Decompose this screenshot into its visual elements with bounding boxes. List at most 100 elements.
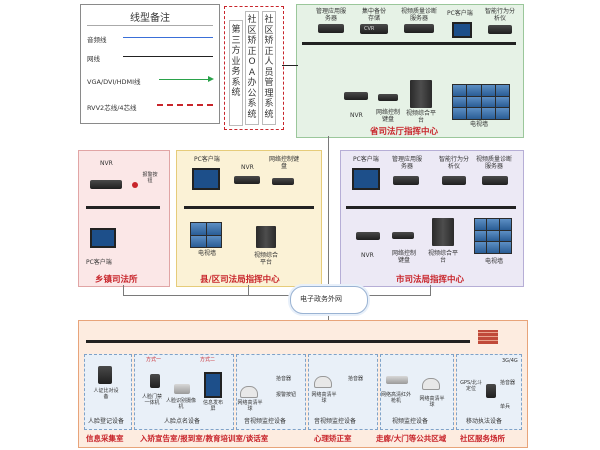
dome2-device [314,376,332,388]
township-bus [86,206,160,209]
township-nvr-label: NVR [100,160,113,167]
city-smart-analyzer [442,176,466,185]
city-keyboard [392,232,414,239]
legend-vga-arrow-icon [208,76,214,82]
face-camera-device [174,384,190,394]
county-keyboard-label: 网络控制键盘 [268,156,299,170]
dome3-device [422,378,440,390]
firewall-icon [478,330,498,344]
city-pc-label: PC客户端 [353,156,379,163]
city-keyboard-label: 网络控制键盘 [391,250,416,264]
provincial-smart-label: 智能行为分析仪 [484,8,515,22]
legend-item-audio: 音频线 [87,32,215,44]
legend-title: 线型备注 [130,13,170,24]
legend-network-label: 网线 [87,55,100,63]
provincial-storage-cvr: CVR [364,26,375,32]
link-city [430,285,431,295]
city-smart-label: 智能行为分析仪 [438,156,469,170]
box-video [380,354,454,430]
box-av-b [308,354,378,430]
law-enforcement-label: 单兵 [500,404,511,410]
system-third-party-label: 第三方业务系统 [231,25,241,98]
legend-box: 线型备注 音频线 网线 VGA/DVI/HDMI线 RVV2芯线/4芯线 [80,4,220,124]
room-r1: 信息采集室 [86,434,124,443]
systems-box [224,6,284,130]
room-r3: 心理矫正室 [314,434,352,443]
city-app-server [393,176,419,185]
system-oa: 社区矫正OA办公系统 [245,11,259,125]
county-nvr [234,176,260,184]
pickup2-label: 拾音器 [348,376,364,382]
legend-rvv-label: RVV2芯线/4芯线 [87,104,137,112]
city-title: 市司法局指挥中心 [396,275,465,285]
county-tv-wall-label: 电视墙 [198,250,217,257]
legend-audio-label: 音频线 [87,36,107,44]
legend-audio-line [123,37,213,38]
bullet-label: 网络高清红外枪机 [380,392,411,404]
id-compare-label: 人证比对设备 [93,388,119,400]
provincial-nvr [344,92,368,100]
provincial-pc-label: PC客户端 [447,10,473,17]
link-township [123,285,124,295]
legend-vga-line [159,79,209,80]
provincial-nvr-label: NVR [350,112,363,119]
city-bus [346,206,516,209]
face-gate-device [150,374,160,388]
township-alarm-label: 报警按钮 [142,172,158,184]
county-platform-label: 视频综合平台 [254,252,279,266]
city-tv-wall [474,218,512,254]
provincial-keyboard-label: 网络控制键盘 [375,109,400,123]
group-face-login: 人脸登记设备 [88,418,125,425]
county-nvr-label: NVR [241,164,254,171]
alarm1-label: 报警按钮 [276,392,297,398]
provincial-title: 省司法厅指挥中心 [370,127,439,137]
city-diag-label: 视频质量诊断服务器 [475,156,512,170]
link-provincial [328,136,329,286]
group-video: 视频监控设备 [392,418,429,425]
system-third-party: 第三方业务系统 [229,20,243,126]
provincial-app-server-label: 管理应用服务器 [316,8,347,22]
legend-item-vga: VGA/DVI/HDMI线 [87,74,215,86]
provincial-app-server [318,24,344,33]
pickup-mobile-label: 拾音器 [500,380,516,386]
county-pc-label: PC客户端 [194,156,220,163]
face-gate-label: 人脸门禁一体机 [141,394,162,406]
group-av-b: 音视频监控设备 [314,418,357,425]
township-nvr [90,180,122,189]
city-nvr [356,232,380,240]
legend-item-rvv: RVV2芯线/4芯线 [87,100,215,112]
provincial-diag-server [404,24,434,33]
city-diag-server [482,176,508,185]
law-enforcement-device [486,384,496,398]
dome3-label: 网络高清半球 [419,396,445,408]
provincial-bus [302,42,516,45]
provincial-tv-wall [452,84,510,120]
info-screen-device [204,372,222,398]
city-tv-wall-label: 电视墙 [485,258,504,265]
city-app-server-label: 管理应用服务器 [392,156,423,170]
egov-label: 电子政务外网 [300,295,342,303]
legend-network-line [123,56,213,57]
dome1-label: 网络高清半球 [237,400,263,412]
county-tv-wall [190,222,222,248]
provincial-tv-wall-label: 电视墙 [470,121,489,128]
room-r2: 入矫宣告室/报到室/教育培训室/谈话室 [140,434,269,443]
provincial-link-systems [282,65,298,66]
legend-vga-label: VGA/DVI/HDMI线 [87,78,141,86]
provincial-smart-analyzer [488,25,512,34]
provincial-storage [360,24,388,34]
gps-label: GPS/北斗定位 [460,380,482,392]
provincial-keyboard [378,94,398,101]
provincial-platform-label: 视频综合平台 [406,110,437,124]
net-3g4g-label: 3G/4G [502,358,518,364]
county-pc-monitor [192,168,220,190]
city-nvr-label: NVR [361,252,374,259]
township-panel [78,150,170,287]
county-keyboard [272,178,294,185]
link-city-h [362,295,431,296]
bottom-bus [86,340,470,343]
county-platform [256,226,276,248]
link-county [248,285,249,295]
city-platform [432,218,454,246]
system-staff-mgmt: 社区矫正人员管理系统 [262,11,276,125]
